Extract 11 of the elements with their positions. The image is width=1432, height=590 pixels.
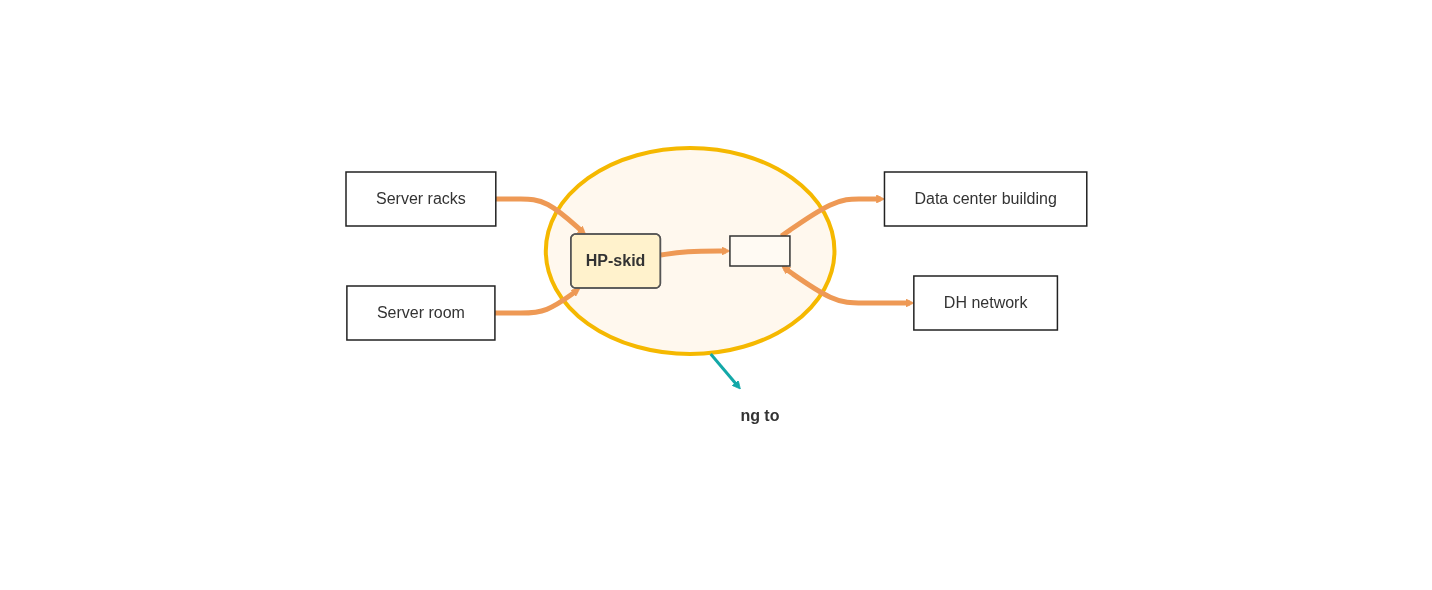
arrow (494, 287, 580, 315)
node-box: Data center building (883, 170, 1088, 227)
arrow (660, 246, 730, 258)
node-text: ng to (739, 406, 780, 424)
node-box: Server room (345, 284, 496, 341)
arrow (709, 352, 741, 389)
node-box: Server racks (344, 170, 497, 227)
node-box (728, 234, 791, 267)
arrow (780, 265, 914, 307)
arrow (495, 196, 586, 235)
node-box: DH network (912, 274, 1058, 331)
